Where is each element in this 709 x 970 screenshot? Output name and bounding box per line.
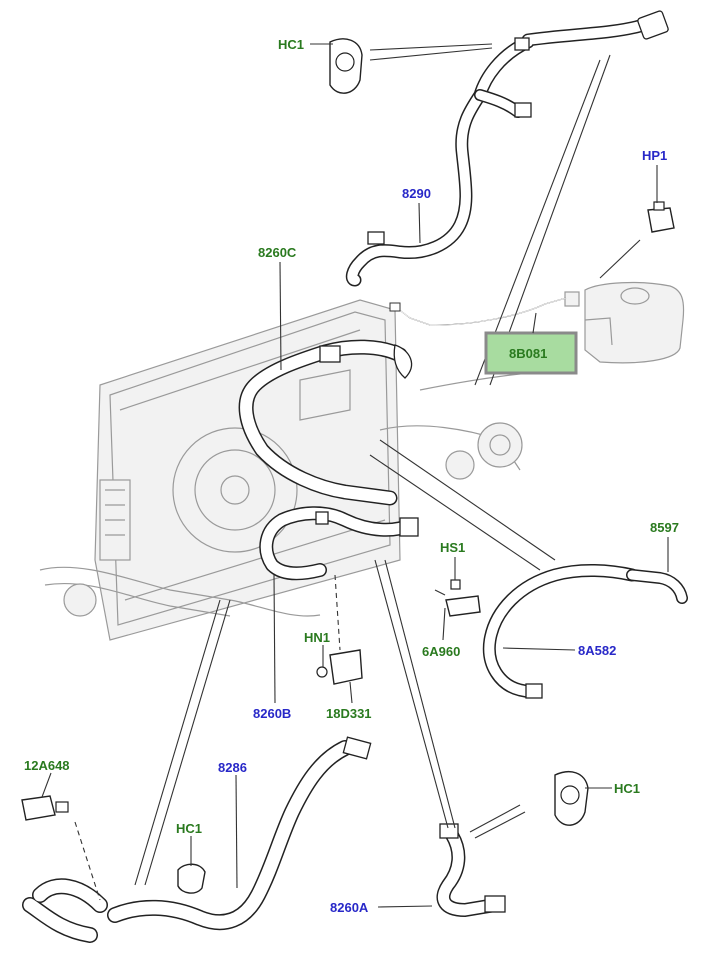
guide-lines	[74, 43, 641, 901]
label-8286: 8286	[218, 760, 247, 775]
part-hp1	[647, 201, 675, 233]
label-8260a: 8260A	[330, 900, 369, 915]
label-12a648: 12A648	[24, 758, 70, 773]
label-hc1-mid: HC1	[176, 821, 202, 836]
part-18d331	[329, 649, 363, 685]
label-8597: 8597	[650, 520, 679, 535]
leader-lines	[41, 43, 669, 908]
label-hs1: HS1	[440, 540, 465, 555]
label-8290: 8290	[402, 186, 431, 201]
part-hs1	[445, 579, 481, 617]
hose-clamp-hc1-mid	[177, 863, 206, 894]
part-hn1	[316, 666, 328, 678]
label-hc1-right: HC1	[614, 781, 640, 796]
label-hn1: HN1	[304, 630, 330, 645]
label-hc1-top: HC1	[278, 37, 304, 52]
label-8260c: 8260C	[258, 245, 297, 260]
hose-8260b	[259, 506, 419, 581]
hose-clamp-hc1-right	[554, 771, 589, 826]
hose-8260c	[238, 339, 413, 506]
hose-8290	[345, 10, 669, 287]
hose-clamp-hc1-top	[329, 38, 363, 94]
part-12a648	[21, 795, 69, 821]
expansion-tank	[564, 281, 685, 364]
hose-8260a	[436, 823, 506, 917]
hose-8286	[22, 736, 372, 943]
hose-8a582	[482, 563, 688, 699]
label-8a582: 8A582	[578, 643, 616, 658]
highlight-box-8b081	[484, 331, 578, 375]
label-8260b: 8260B	[253, 706, 291, 721]
radiator-assembly	[39, 299, 571, 641]
label-18d331: 18D331	[326, 706, 372, 721]
label-hp1: HP1	[642, 148, 667, 163]
label-8b081: 8B081	[509, 346, 547, 361]
label-6a960: 6A960	[422, 644, 460, 659]
